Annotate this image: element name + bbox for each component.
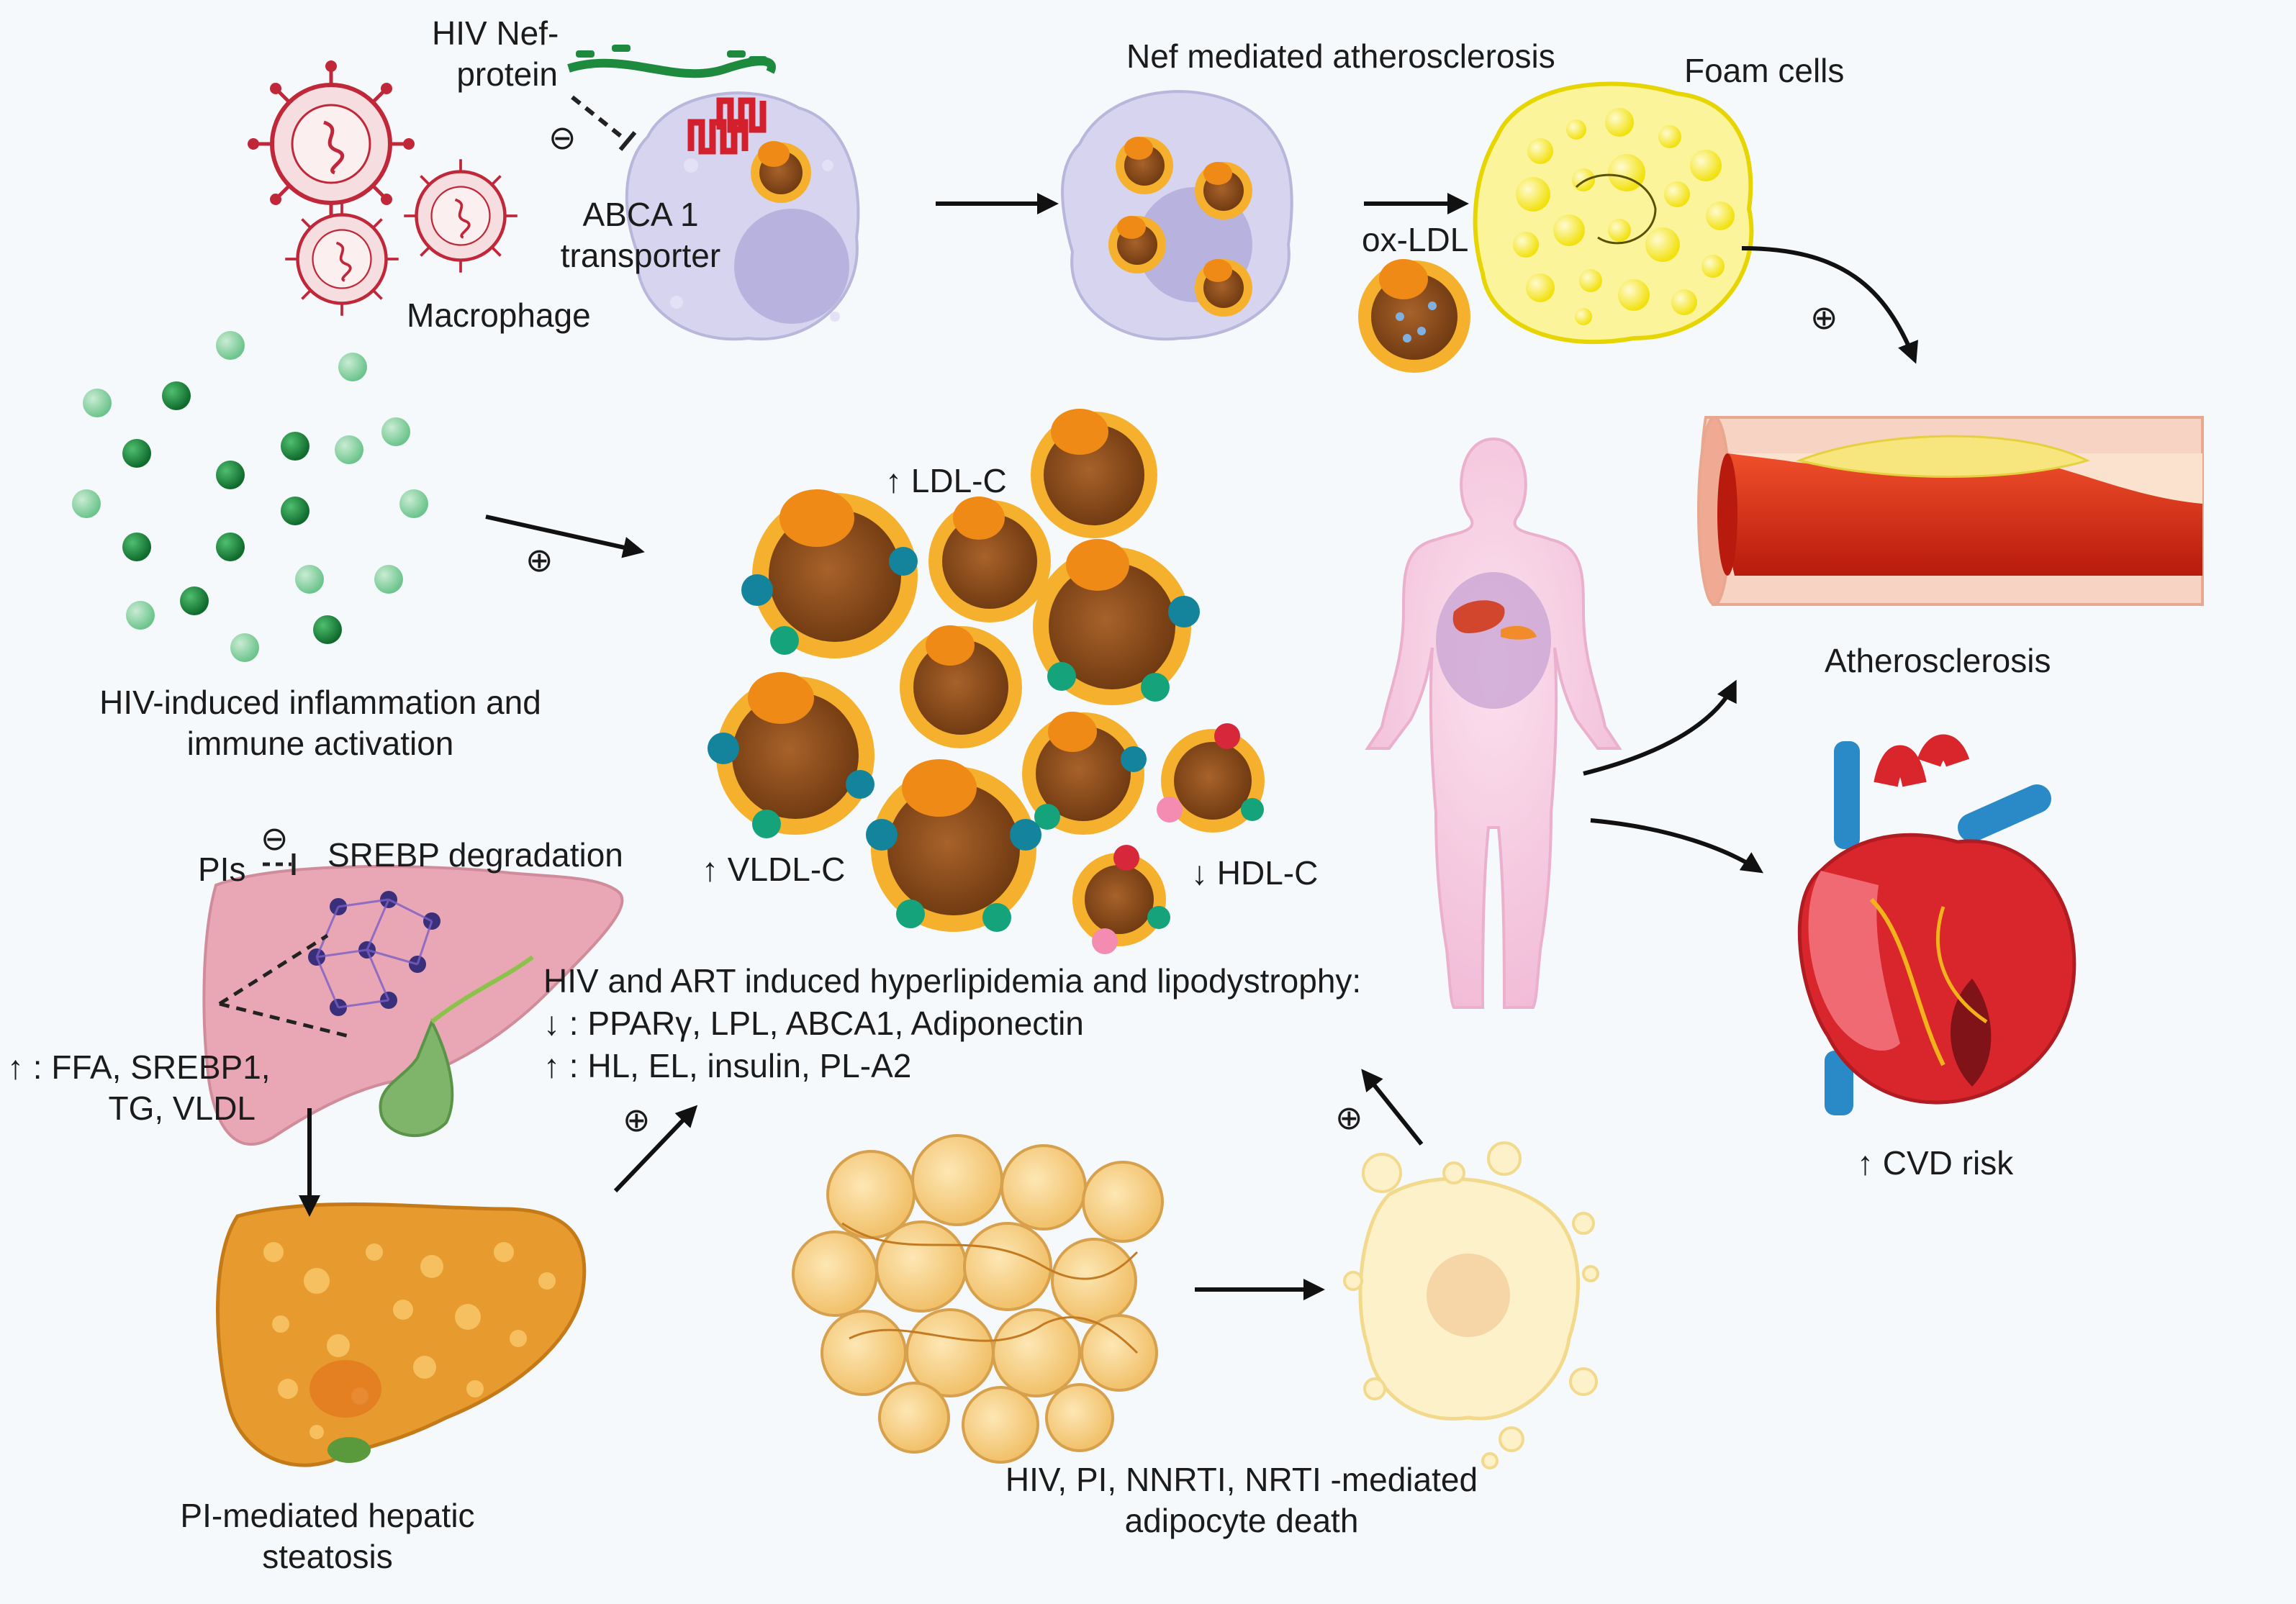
plus-sign-steatosis: ⊕ bbox=[623, 1100, 651, 1139]
label-hiv-nef-protein: HIV Nef- protein bbox=[432, 14, 559, 94]
adipocyte-cluster bbox=[792, 1134, 1164, 1464]
human-body-figure bbox=[1365, 437, 1622, 1009]
label-hyperlipidemia-title: HIV and ART induced hyperlipidemia and l… bbox=[543, 962, 1362, 1000]
label-ox-ldl: ox-LDL bbox=[1362, 221, 1469, 258]
arrows bbox=[299, 193, 1919, 1300]
ox-ldl-particle bbox=[1358, 259, 1470, 373]
minus-sign-nef: ⊖ bbox=[548, 118, 577, 157]
steatotic-liver bbox=[216, 1202, 587, 1467]
macrophage-cell bbox=[625, 91, 860, 341]
label-abca1-transporter: ABCA 1 transporter bbox=[560, 196, 721, 275]
label-inflammation: HIV-induced inflammation and immune acti… bbox=[99, 684, 541, 763]
label-increased-list: ↑ : HL, EL, insulin, PL-A2 bbox=[543, 1047, 912, 1084]
foam-cell bbox=[1473, 81, 1754, 345]
artery-plaque bbox=[1697, 416, 2204, 606]
label-vldl-c: ↑ VLDL-C bbox=[702, 851, 846, 888]
label-atherosclerosis: Atherosclerosis bbox=[1825, 642, 2051, 679]
label-ldl-c: ↑ LDL-C bbox=[885, 462, 1007, 499]
label-foam-cells: Foam cells bbox=[1684, 52, 1845, 89]
plus-sign-inflammation: ⊕ bbox=[525, 540, 553, 579]
plus-sign-adipocyte: ⊕ bbox=[1335, 1098, 1363, 1137]
minus-sign-pis: ⊖ bbox=[261, 819, 289, 858]
dying-adipocyte bbox=[1343, 1141, 1599, 1469]
plus-sign-foam-to-artery: ⊕ bbox=[1810, 298, 1838, 337]
abca1-transporter-icon bbox=[687, 97, 767, 155]
label-cvd-risk: ↑ CVD risk bbox=[1857, 1144, 2014, 1182]
label-hepatic-steatosis: PI-mediated hepatic steatosis bbox=[180, 1497, 475, 1576]
label-decreased-list: ↓ : PPARγ, LPL, ABCA1, Adiponectin bbox=[543, 1005, 1084, 1042]
label-nef-atherosclerosis: Nef mediated atherosclerosis bbox=[1126, 37, 1555, 75]
label-adipocyte-death: HIV, PI, NNRTI, NRTI -mediated adipocyte… bbox=[1005, 1461, 1478, 1540]
liver-srebp bbox=[202, 853, 624, 1146]
label-pis: PIs bbox=[198, 851, 246, 888]
label-liver-markers: ↑ : FFA, SREBP1, TG, VLDL bbox=[7, 1048, 271, 1128]
inflammation-particles bbox=[72, 331, 428, 662]
macrophage-lipid-laden bbox=[1061, 90, 1293, 341]
lipoprotein-cluster bbox=[708, 409, 1265, 954]
label-hdl-c: ↓ HDL-C bbox=[1191, 854, 1319, 892]
nef-protein-strand bbox=[567, 45, 776, 151]
hiv-virus-particles bbox=[248, 60, 517, 316]
label-srebp-degradation: SREBP degradation bbox=[327, 836, 623, 874]
heart-icon bbox=[1797, 734, 2076, 1115]
label-macrophage: Macrophage bbox=[407, 296, 591, 334]
